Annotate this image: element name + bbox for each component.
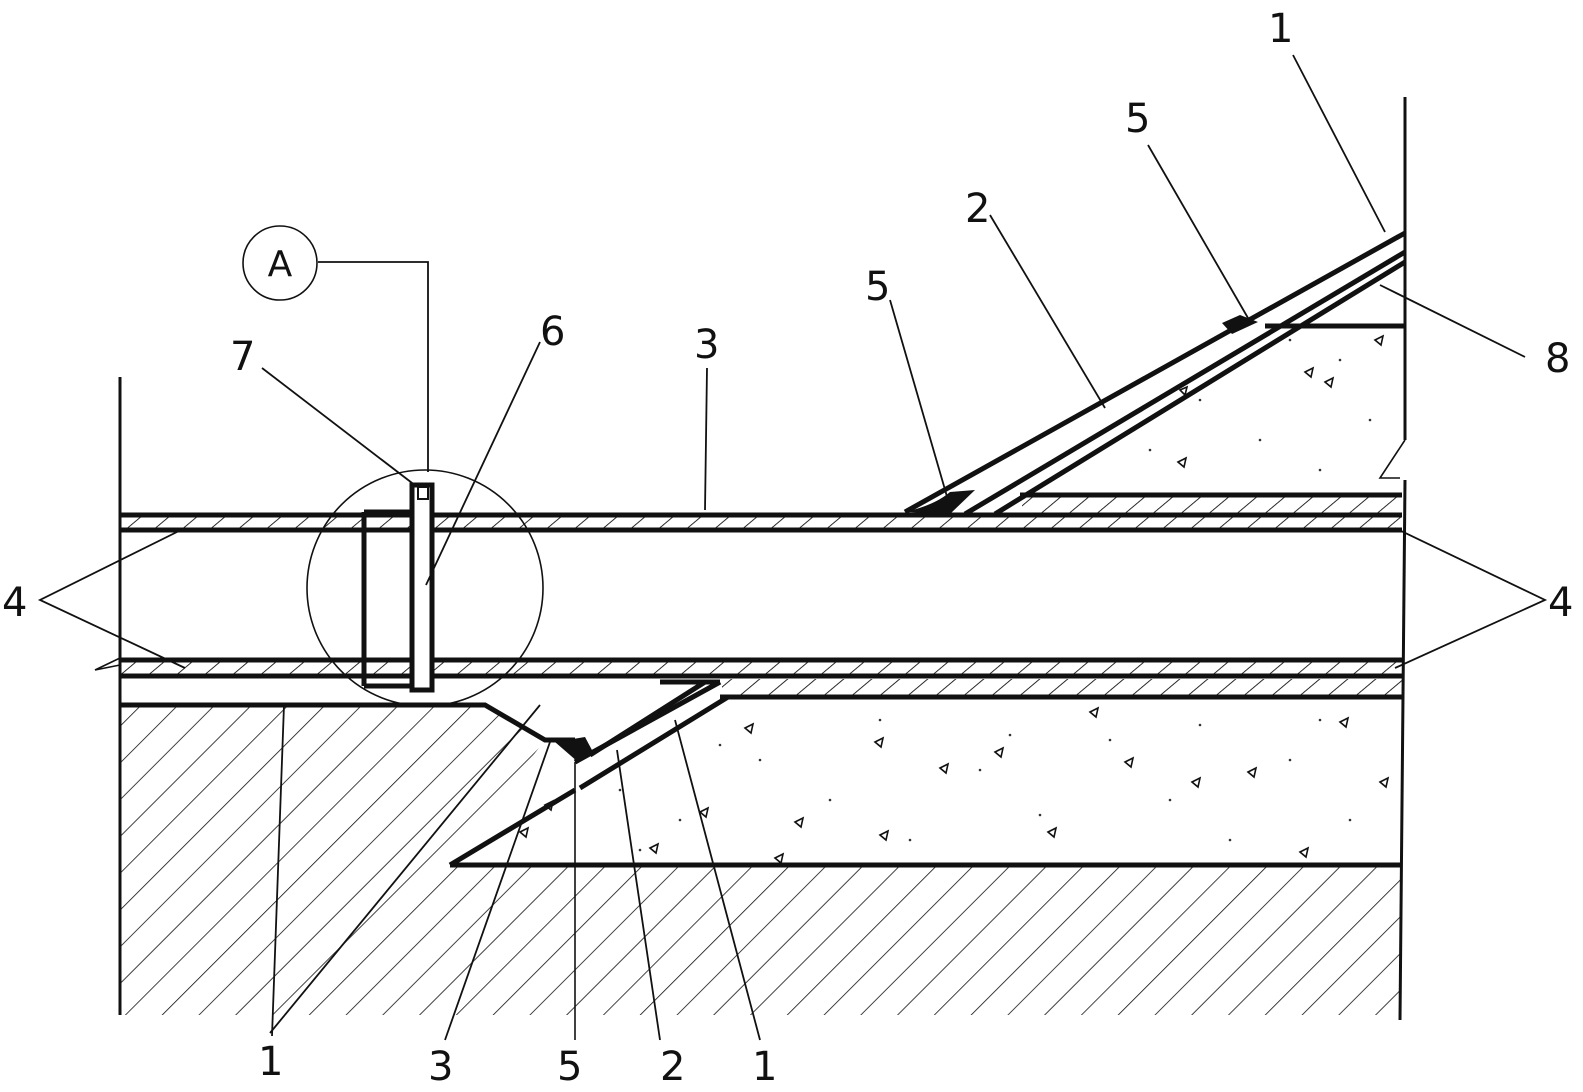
label-2-top: 2: [965, 186, 990, 232]
label-4-left: 4: [2, 580, 27, 626]
callout-labels: 1 5 2 5 3 6 7 8 4 4 1 3 5 2 1: [2, 6, 1573, 1090]
lower-layer-band: [120, 657, 1402, 700]
label-1-bottom-b: 1: [752, 1044, 777, 1090]
top-sloped-membrane: [903, 230, 1407, 517]
detail-callout-label: A: [268, 244, 293, 285]
label-5-bottom: 5: [557, 1044, 582, 1090]
label-8: 8: [1545, 336, 1570, 382]
label-1-topright: 1: [1268, 6, 1293, 52]
vertical-post: [361, 482, 435, 693]
label-7: 7: [230, 334, 255, 380]
label-4-right: 4: [1548, 580, 1573, 626]
label-3-bottom: 3: [428, 1044, 453, 1090]
upper-layer-band: [120, 492, 1402, 533]
label-5-topright: 5: [1125, 96, 1150, 142]
label-3-top: 3: [694, 322, 719, 368]
frame-edges: [94, 97, 1407, 1021]
concrete-fill-lower: [450, 685, 1400, 865]
soil-hatch: [120, 705, 1400, 1015]
label-2-bottom: 2: [660, 1044, 685, 1090]
bottom-sloped-membrane: [120, 679, 1400, 1040]
label-5-top: 5: [865, 264, 890, 310]
detail-circle: [306, 261, 544, 707]
detail-callout-a: A: [242, 225, 318, 301]
label-1-bottom-a: 1: [258, 1039, 283, 1085]
label-6: 6: [540, 309, 565, 355]
leader-lines: [37, 54, 1548, 1041]
